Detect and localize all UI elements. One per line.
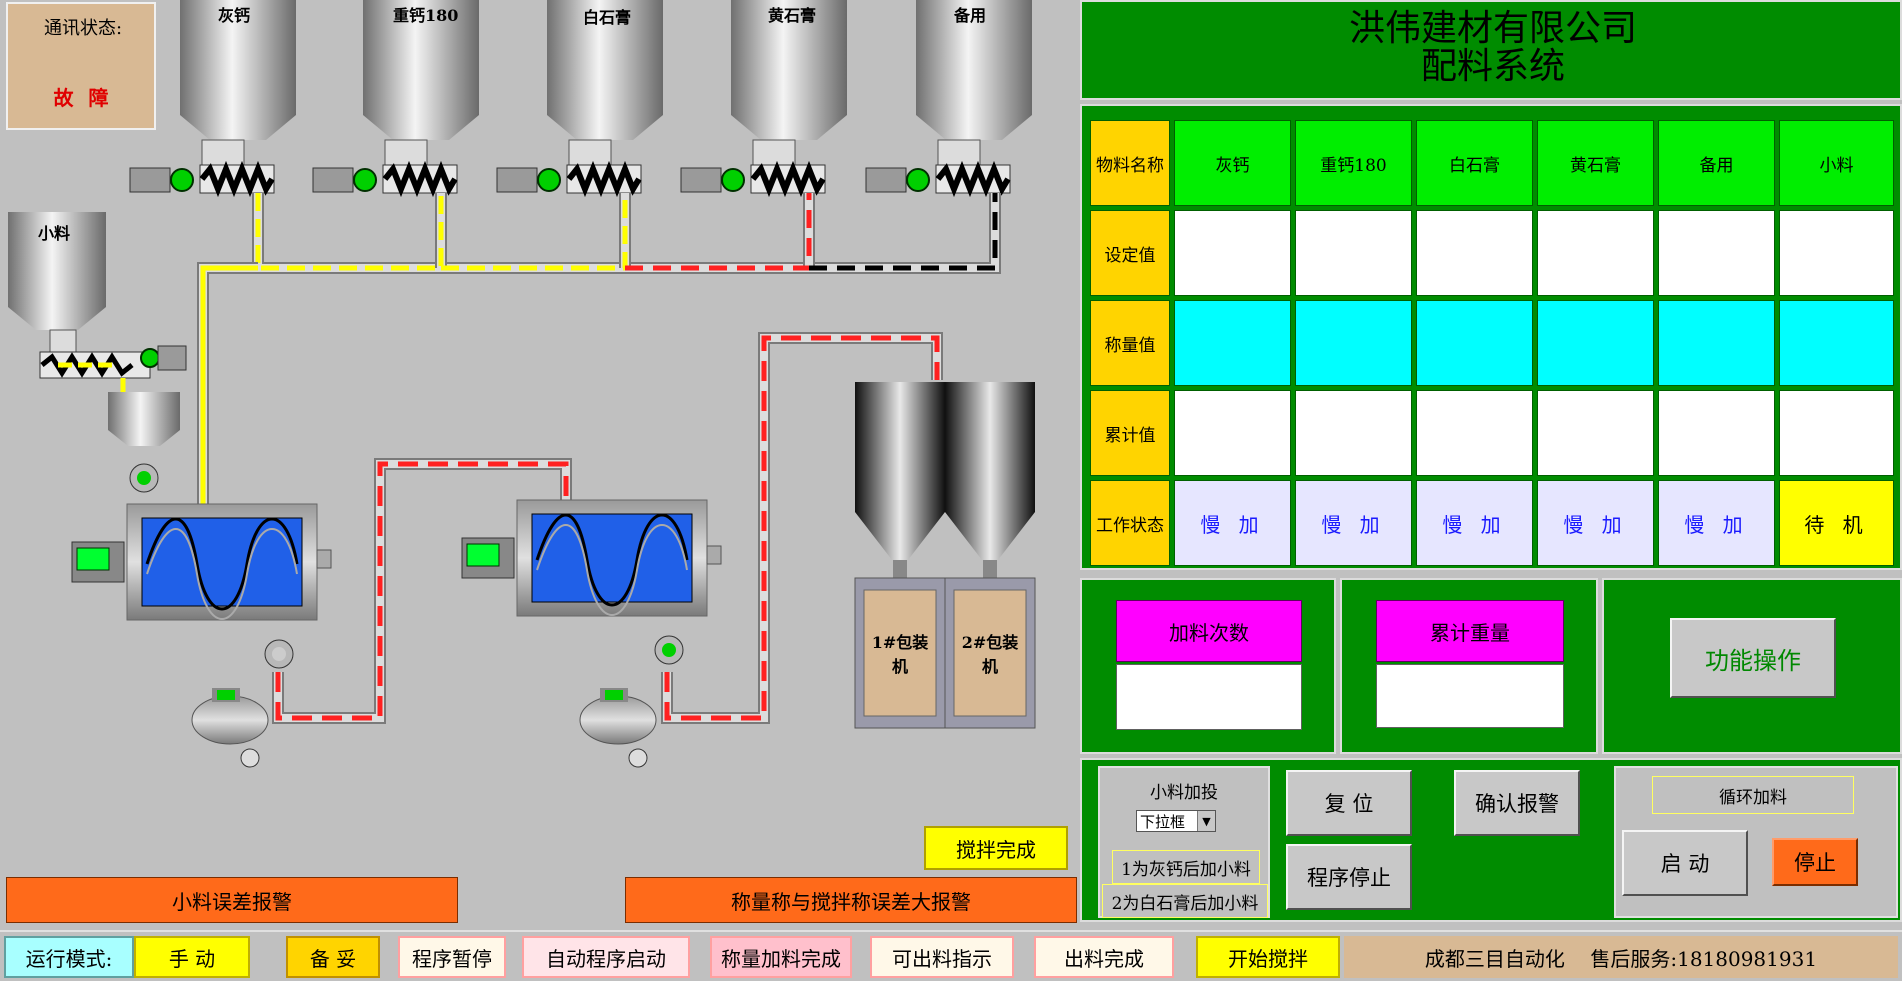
weigh-value-5 bbox=[1658, 300, 1775, 386]
function-panel: 功能操作 bbox=[1602, 578, 1902, 754]
stop-button[interactable]: 停止 bbox=[1772, 838, 1858, 886]
row-header-status: 工作状态 bbox=[1090, 480, 1170, 566]
row-header-set: 设定值 bbox=[1090, 210, 1170, 296]
accum-value-2 bbox=[1295, 390, 1412, 476]
set-value-6[interactable] bbox=[1779, 210, 1894, 296]
weigh-done-indicator: 称量加料完成 bbox=[710, 936, 852, 978]
blower-1 bbox=[191, 688, 269, 768]
silo-group bbox=[180, 0, 1032, 140]
accum-value-5 bbox=[1658, 390, 1775, 476]
weigh-value-2 bbox=[1295, 300, 1412, 386]
feed-pipes bbox=[197, 193, 1001, 505]
mixer-1 bbox=[71, 503, 332, 669]
blower-2 bbox=[579, 688, 657, 768]
start-button[interactable]: 启 动 bbox=[1622, 830, 1748, 896]
silo-label-4: 黄石膏 bbox=[768, 6, 817, 25]
material-name-3: 白石膏 bbox=[1416, 120, 1533, 206]
option-1-text: 1为灰钙后加小料 bbox=[1112, 850, 1260, 884]
weigh-value-4 bbox=[1537, 300, 1654, 386]
program-stop-button[interactable]: 程序停止 bbox=[1286, 844, 1412, 910]
small-material-alarm: 小料误差报警 bbox=[6, 877, 458, 923]
material-name-5: 备用 bbox=[1658, 120, 1775, 206]
material-table: 物料名称 设定值 称量值 累计值 工作状态 灰钙 慢 加 重钙180 慢 加 白… bbox=[1080, 104, 1902, 570]
pause-indicator: 程序暂停 bbox=[398, 936, 506, 978]
dropdown-value: 下拉框 bbox=[1140, 813, 1186, 831]
feed-count-panel: 加料次数 bbox=[1080, 578, 1336, 754]
status-2: 慢 加 bbox=[1295, 480, 1412, 566]
run-mode-label: 运行模式: bbox=[4, 936, 134, 978]
status-6: 待 机 bbox=[1779, 480, 1894, 566]
total-weight-value bbox=[1376, 664, 1564, 728]
run-mode-value[interactable]: 手 动 bbox=[134, 936, 250, 978]
option-2-text: 2为白石膏后加小料 bbox=[1102, 884, 1268, 918]
set-value-1[interactable] bbox=[1174, 210, 1291, 296]
status-1: 慢 加 bbox=[1174, 480, 1291, 566]
small-silo bbox=[8, 212, 187, 493]
status-4: 慢 加 bbox=[1537, 480, 1654, 566]
status-3: 慢 加 bbox=[1416, 480, 1533, 566]
material-name-6: 小料 bbox=[1779, 120, 1894, 206]
silo-label-3: 白石膏 bbox=[583, 8, 632, 27]
discharge-done-indicator: 出料完成 bbox=[1034, 936, 1174, 978]
auto-start-indicator: 自动程序启动 bbox=[522, 936, 690, 978]
start-mix-indicator: 开始搅拌 bbox=[1196, 936, 1340, 978]
set-value-3[interactable] bbox=[1416, 210, 1533, 296]
header-panel: 洪伟建材有限公司 配料系统 bbox=[1080, 0, 1902, 100]
material-name-2: 重钙180 bbox=[1295, 120, 1412, 206]
silo-label-1: 灰钙 bbox=[218, 6, 251, 25]
accum-value-3 bbox=[1416, 390, 1533, 476]
comm-status-value: 故 障 bbox=[53, 86, 113, 110]
function-operation-button[interactable]: 功能操作 bbox=[1670, 618, 1836, 698]
small-silo-label: 小料 bbox=[38, 224, 71, 243]
small-add-dropdown[interactable]: 下拉框 ▼ bbox=[1136, 810, 1216, 832]
status-bar: 运行模式: 手 动 备 妥 程序暂停 自动程序启动 称量加料完成 可出料指示 出… bbox=[0, 930, 1902, 981]
mix-done-indicator: 搅拌完成 bbox=[924, 826, 1068, 870]
screw-feeders bbox=[129, 139, 1011, 198]
comm-status-box: 通讯状态: 故 障 bbox=[6, 2, 156, 130]
total-weight-panel: 累计重量 bbox=[1340, 578, 1598, 754]
row-header-accum: 累计值 bbox=[1090, 390, 1170, 476]
set-value-2[interactable] bbox=[1295, 210, 1412, 296]
packer-1-label: 1#包装机 bbox=[871, 633, 929, 676]
process-graphics bbox=[8, 0, 1036, 768]
silo-label-5: 备用 bbox=[954, 6, 987, 25]
system-name: 配料系统 bbox=[1420, 46, 1565, 87]
ready-indicator: 备 妥 bbox=[286, 936, 380, 978]
feed-count-value bbox=[1116, 664, 1302, 730]
comm-status-label: 通讯状态: bbox=[43, 18, 123, 39]
set-value-5[interactable] bbox=[1658, 210, 1775, 296]
weigh-value-1 bbox=[1174, 300, 1291, 386]
row-header-weigh: 称量值 bbox=[1090, 300, 1170, 386]
cycle-add-label: 循环加料 bbox=[1652, 776, 1854, 814]
status-5: 慢 加 bbox=[1658, 480, 1775, 566]
confirm-alarm-button[interactable]: 确认报警 bbox=[1454, 770, 1580, 836]
weigh-value-6 bbox=[1779, 300, 1894, 386]
packer-2-label: 2#包装机 bbox=[961, 633, 1019, 676]
packing-silos bbox=[854, 382, 1036, 729]
silo-label-2: 重钙180 bbox=[393, 6, 459, 25]
vendor-info: 成都三目自动化 售后服务:18180981931 bbox=[1344, 936, 1898, 978]
control-panel: 小料加投 下拉框 ▼ 1为灰钙后加小料 2为白石膏后加小料 复 位 确认报警 程… bbox=[1080, 758, 1902, 922]
company-name: 洪伟建材有限公司 bbox=[1348, 8, 1637, 49]
accum-value-6 bbox=[1779, 390, 1894, 476]
weigh-value-3 bbox=[1416, 300, 1533, 386]
feed-count-label: 加料次数 bbox=[1116, 600, 1302, 662]
accum-value-1 bbox=[1174, 390, 1291, 476]
weigh-error-alarm: 称量称与搅拌称误差大报警 bbox=[625, 877, 1077, 923]
process-diagram: 通讯状态: 故 障 灰钙 重钙180 白石膏 黄石膏 备用 小料 1#包装机 2… bbox=[6, 0, 1077, 923]
mixer-2 bbox=[461, 499, 722, 665]
set-value-4[interactable] bbox=[1537, 210, 1654, 296]
chevron-down-icon[interactable]: ▼ bbox=[1197, 811, 1215, 831]
material-name-4: 黄石膏 bbox=[1537, 120, 1654, 206]
material-name-1: 灰钙 bbox=[1174, 120, 1291, 206]
small-add-panel: 小料加投 下拉框 ▼ 1为灰钙后加小料 2为白石膏后加小料 bbox=[1098, 766, 1270, 918]
discharge-ok-indicator: 可出料指示 bbox=[870, 936, 1014, 978]
small-add-label: 小料加投 bbox=[1150, 783, 1218, 803]
row-header-material: 物料名称 bbox=[1090, 120, 1170, 206]
total-weight-label: 累计重量 bbox=[1376, 600, 1564, 662]
reset-button[interactable]: 复 位 bbox=[1286, 770, 1412, 836]
accum-value-4 bbox=[1537, 390, 1654, 476]
cycle-panel: 循环加料 启 动 停止 bbox=[1614, 766, 1898, 918]
